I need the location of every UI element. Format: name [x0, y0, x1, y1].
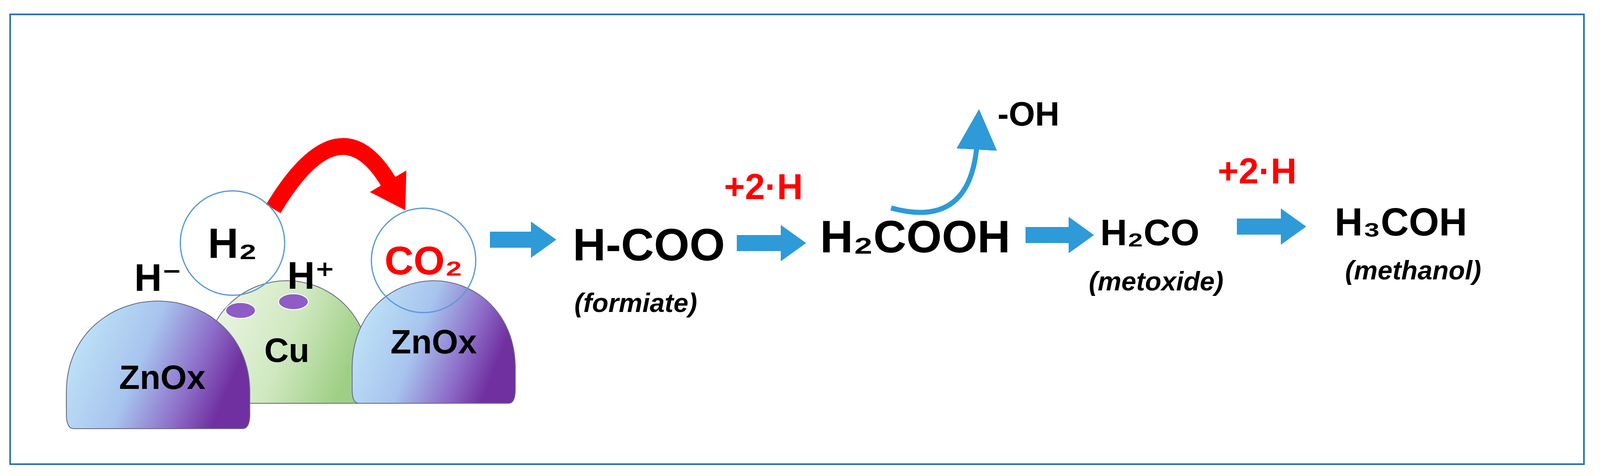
- ion-label: H⁻: [134, 257, 183, 299]
- species-formula: H₂CO: [1100, 212, 1200, 254]
- block-arrow: [736, 224, 807, 262]
- node-label: CO₂: [384, 238, 463, 283]
- dome-shape: [352, 280, 516, 404]
- species-name: (methanol): [1345, 255, 1482, 285]
- species-name: (formiate): [574, 288, 698, 318]
- hydrogen-addition: +2·H: [724, 166, 804, 207]
- hydrogen-addition: +2·H: [1217, 151, 1297, 192]
- particle: [225, 302, 256, 319]
- species-name: (metoxide): [1088, 266, 1224, 296]
- species-formula: H-COO: [572, 219, 725, 271]
- co2-circle: CO₂: [370, 207, 477, 314]
- frame: [10, 14, 1584, 465]
- leaving-group: -OH: [997, 95, 1060, 133]
- species-formula: H₃COH: [1334, 200, 1467, 244]
- node-label: Cu: [264, 331, 310, 370]
- arrow-shaft: [273, 146, 390, 209]
- block-arrow: [1236, 208, 1307, 245]
- hydrogen-circle: H₂: [179, 189, 286, 297]
- curved-arrow: [891, 139, 978, 213]
- block-arrow: [489, 221, 557, 258]
- block-arrow: [1025, 216, 1095, 254]
- zinc-oxide-dome: ZnOx: [66, 300, 250, 429]
- zinc-oxide-dome: ZnOx: [352, 280, 516, 404]
- species-formula: H₂COOH: [820, 211, 1011, 263]
- node-label: ZnOx: [119, 358, 206, 397]
- circle-outline: [371, 208, 476, 313]
- red-curved-arrow: [273, 146, 407, 211]
- dome-shape: [66, 300, 250, 429]
- arrowhead: [369, 170, 407, 211]
- node-label: ZnOx: [390, 323, 477, 361]
- node-label: H₂: [207, 219, 258, 267]
- circle-outline: [180, 191, 285, 296]
- ion-label: H⁺: [287, 254, 336, 297]
